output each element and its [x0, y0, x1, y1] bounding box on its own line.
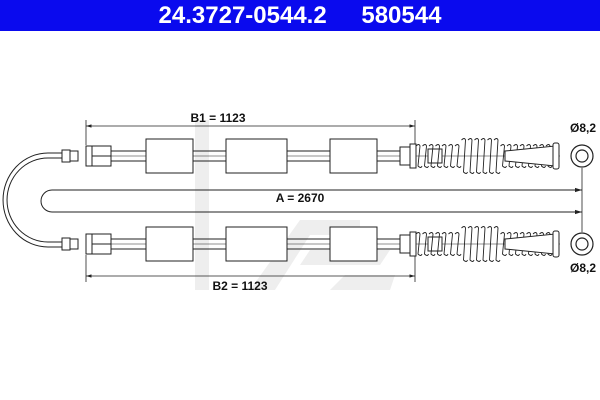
boot-flange [552, 230, 560, 258]
end-fitting [427, 148, 443, 164]
eye-end [570, 144, 594, 168]
end-nut [399, 234, 411, 254]
end-fitting [409, 231, 417, 257]
cable-lower [61, 226, 594, 262]
end-nut [399, 146, 411, 166]
boot-flange [552, 142, 560, 170]
eye-diameter-bottom: Ø8,2 [570, 261, 596, 275]
ferrule [61, 237, 71, 251]
ferrule [69, 150, 79, 162]
part-number: 24.3727-0544.2 [158, 2, 327, 29]
cable-upper [61, 138, 594, 174]
rubber-boot [504, 145, 556, 167]
protective-sleeve [225, 138, 288, 174]
eye-diameter-top: Ø8,2 [570, 121, 596, 135]
protective-sleeve [145, 226, 194, 262]
dimension-a: A = 2670 [40, 168, 583, 232]
eye-end [570, 232, 594, 256]
dimension-b1-label: B1 = 1123 [190, 111, 245, 125]
protective-sleeve [329, 138, 378, 174]
ferrule [61, 149, 71, 163]
protective-sleeve [145, 138, 194, 174]
protective-sleeve [225, 226, 288, 262]
ferrule [69, 238, 79, 250]
rubber-boot [504, 233, 556, 255]
dimension-b2: B2 = 1123 [85, 255, 416, 293]
dimension-b2-label: B2 = 1123 [212, 279, 267, 293]
protective-sleeve [329, 226, 378, 262]
end-fitting [409, 143, 417, 169]
eye-hole [575, 149, 589, 163]
reference-number: 580544 [361, 2, 442, 29]
dimension-b1: B1 = 1123 [85, 111, 416, 145]
cable-loop [2, 152, 62, 248]
title-bar: 24.3727-0544.2 580544 [0, 0, 600, 31]
dimension-a-label: A = 2670 [276, 191, 325, 205]
end-fitting [427, 236, 443, 252]
eye-hole [575, 237, 589, 251]
